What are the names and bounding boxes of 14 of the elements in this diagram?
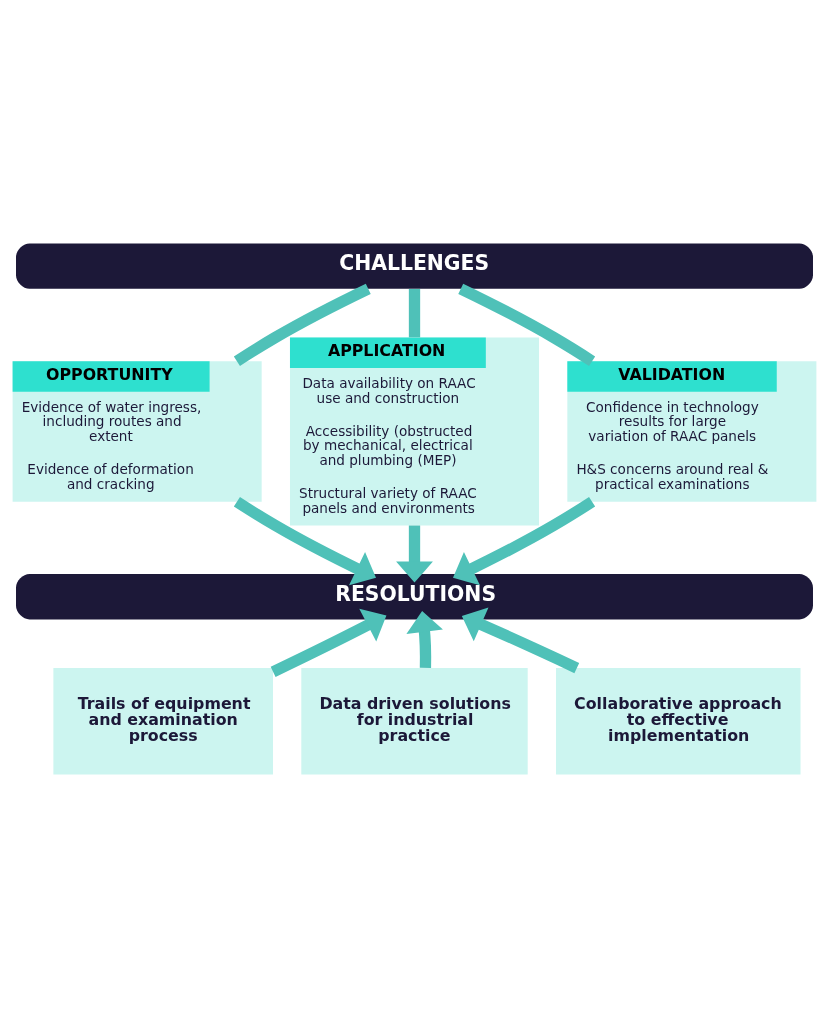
node-box: Trails of equipment and examination process (53, 668, 273, 775)
connector (233, 283, 371, 366)
node-box: RESOLUTIONS (16, 574, 813, 620)
node-box: Data driven solutions for industrial practice (301, 668, 528, 775)
arrow (406, 610, 443, 668)
connector (408, 288, 421, 338)
connector (458, 283, 596, 366)
node-box: CHALLENGES (16, 243, 813, 289)
arrow (270, 608, 387, 677)
arrow (233, 497, 376, 586)
node-box: Collaborative approach to effective implementation (556, 668, 801, 775)
arrow (396, 525, 433, 583)
arrow (453, 497, 596, 586)
arrow (461, 607, 580, 674)
